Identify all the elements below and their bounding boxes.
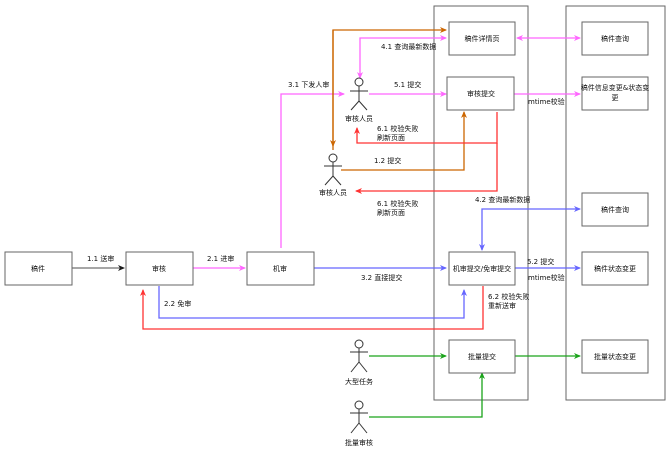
node-batch-submit[interactable]: 批量提交 xyxy=(448,339,516,374)
node-label: 稿件查询 xyxy=(601,34,629,43)
node-info-change[interactable]: 稿件信息变更&状态变更 xyxy=(581,76,649,111)
actor-reviewer-1: 审核人员 xyxy=(345,77,373,123)
edge-6-1a xyxy=(354,112,498,144)
node-label: 批量提交 xyxy=(468,352,496,361)
node-label: 稿件信息变更&状态变更 xyxy=(581,83,649,102)
edge-1-2 xyxy=(341,111,467,171)
edge-4-1 xyxy=(357,35,447,79)
node-detail-page[interactable]: 稿件详情页 xyxy=(448,21,516,56)
node-status-change[interactable]: 稿件状态变更 xyxy=(581,251,649,286)
person-icon xyxy=(350,339,368,373)
edge-label-5-2: 5.2 提交 xyxy=(527,257,554,266)
actor-label: 大型任务 xyxy=(345,377,373,386)
edge-batch-review xyxy=(369,372,485,418)
actor-big-task: 大型任务 xyxy=(345,339,373,386)
edge-label-6-1b: 6.1 校验失败 xyxy=(377,199,418,208)
edge-label-mtime-2: mtime校验 xyxy=(528,273,565,282)
edge-label-6-1a: 6.1 校验失败 xyxy=(377,124,418,133)
edge-label-4-1: 4.1 查询最新数据 xyxy=(381,42,436,51)
backend-lane xyxy=(565,5,666,401)
edge-label-1-1: 1.1 送审 xyxy=(87,254,114,263)
person-icon xyxy=(324,153,342,186)
edge-label-6-2-sub: 重新送审 xyxy=(488,301,516,310)
node-machine-submit[interactable]: 机审提交/免审提交 xyxy=(448,251,516,286)
node-label: 机审 xyxy=(273,264,287,273)
node-label: 审核 xyxy=(152,264,166,273)
node-query-2[interactable]: 稿件查询 xyxy=(581,192,649,227)
edge-label-3-2: 3.2 直接提交 xyxy=(361,273,402,282)
edge-6-1b xyxy=(355,143,498,194)
actor-reviewer-2: 审核人员 xyxy=(319,153,347,197)
edge-2-2 xyxy=(158,286,467,319)
node-review-submit[interactable]: 审核提交 xyxy=(446,76,515,111)
node-label: 机审提交/免审提交 xyxy=(453,264,511,273)
edge-label-mtime-1: mtime校验 xyxy=(528,97,565,106)
node-label: 批量状态变更 xyxy=(594,352,636,361)
edge-label-6-1b-sub: 刷新页面 xyxy=(377,208,405,217)
actor-label: 审核人员 xyxy=(345,114,373,123)
actor-label: 批量审核 xyxy=(345,438,373,447)
edge-6-2 xyxy=(140,286,484,330)
node-label: 稿件 xyxy=(31,264,45,273)
edge-label-6-2: 6.2 校验失败 xyxy=(488,292,529,301)
edge-label-1-2: 1.2 提交 xyxy=(374,156,401,165)
edge-label-2-2: 2.2 免审 xyxy=(164,299,191,308)
node-label: 稿件状态变更 xyxy=(594,264,636,273)
node-review[interactable]: 审核 xyxy=(125,251,194,286)
edge-3-1 xyxy=(280,91,345,248)
edge-label-3-1: 3.1 下发人审 xyxy=(288,80,329,89)
edge-4-2 xyxy=(479,206,581,251)
person-icon xyxy=(350,400,368,434)
node-manuscript[interactable]: 稿件 xyxy=(4,251,73,286)
edge-label-5-1: 5.1 提交 xyxy=(394,80,421,89)
actor-batch-review: 批量审核 xyxy=(345,400,373,447)
edge-label-4-2: 4.2 查询最新数据 xyxy=(475,195,530,204)
node-label: 稿件查询 xyxy=(601,205,629,214)
node-label: 稿件详情页 xyxy=(465,34,500,43)
node-batch-status-change[interactable]: 批量状态变更 xyxy=(581,339,649,374)
service-lane xyxy=(433,5,529,401)
node-label: 审核提交 xyxy=(467,89,495,98)
node-machine-review[interactable]: 机审 xyxy=(246,251,315,286)
actor-label: 审核人员 xyxy=(319,188,347,197)
node-query-1[interactable]: 稿件查询 xyxy=(581,21,649,56)
person-icon xyxy=(350,77,368,111)
edge-label-6-1a-sub: 刷新页面 xyxy=(377,133,405,142)
edge-label-2-1: 2.1 进审 xyxy=(207,254,234,263)
